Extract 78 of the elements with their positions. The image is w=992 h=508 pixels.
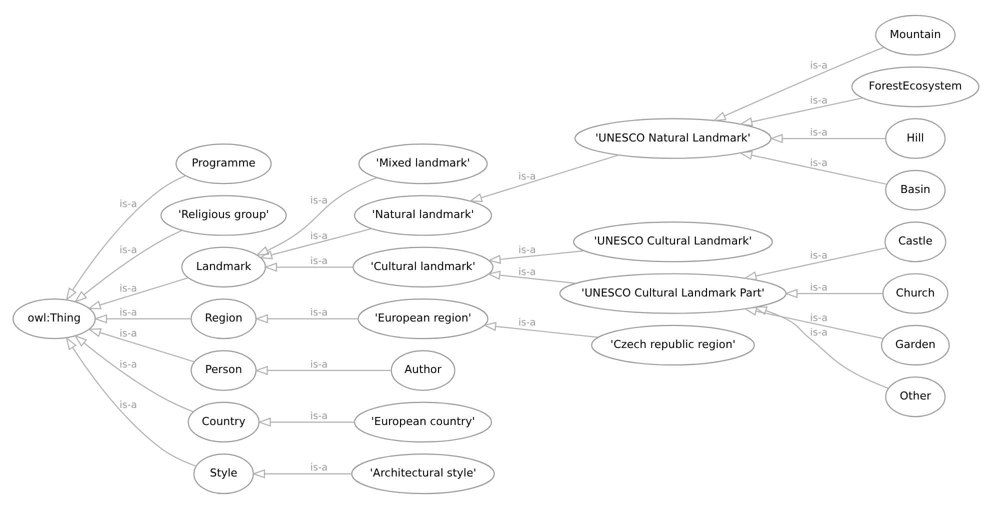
arrow [74, 334, 194, 412]
edge-label: is-a [120, 358, 138, 370]
edge-label: is-a [310, 307, 328, 318]
node-ellipse: Castle [884, 221, 946, 262]
node-ellipse: Basin [885, 169, 946, 210]
node-ellipse: Person [190, 350, 257, 390]
edge-label: is-a [120, 328, 138, 340]
arrow [784, 288, 883, 298]
edge-label: is-a [120, 244, 138, 256]
node-ellipse: 'Czech republic region' [591, 324, 755, 366]
arrow [264, 262, 353, 272]
arrow [468, 154, 619, 202]
edge-label: is-a [810, 126, 828, 138]
node-ellipse: 'Architectural style' [351, 452, 495, 494]
edge-label: is-a [310, 230, 328, 242]
arrow [74, 229, 183, 302]
node-ellipse: Church [882, 272, 948, 314]
node-ellipse: owl:Thing [12, 298, 96, 339]
arrow [254, 365, 392, 375]
edge-label: is-a [518, 317, 536, 328]
edge-label: is-a [518, 266, 536, 278]
arrow [88, 328, 194, 362]
edge-label: is-a [810, 327, 828, 338]
edge-label: is-a [810, 95, 828, 106]
node-ellipse: Other [885, 376, 946, 417]
arrow [254, 314, 358, 323]
arrow [487, 270, 576, 284]
arrow [252, 468, 352, 478]
edge-label: is-a [310, 410, 328, 422]
arrow [259, 228, 372, 259]
edge-label: is-a [120, 400, 138, 411]
edge-label: is-a [810, 312, 828, 324]
arrow [744, 306, 884, 339]
edge-label: is-a [310, 358, 328, 370]
arrow [487, 250, 584, 264]
edge-label: is-a [810, 60, 828, 71]
edge-label: is-a [120, 198, 138, 210]
node-ellipse: 'Natural landmark' [354, 194, 492, 236]
arrow [482, 321, 598, 338]
arrow [712, 46, 884, 121]
node-ellipse: Garden [881, 324, 950, 366]
arrow [94, 314, 192, 323]
arrow [754, 306, 889, 388]
node-ellipse: Region [190, 298, 257, 339]
arrow [66, 174, 186, 300]
arrow [770, 133, 886, 143]
edge-label: is-a [810, 282, 828, 293]
node-ellipse: 'Cultural landmark' [352, 246, 494, 287]
arrow [66, 336, 196, 466]
edge-label: is-a [120, 283, 138, 294]
node-ellipse: Hill [885, 118, 946, 158]
edge-label: is-a [518, 244, 536, 256]
arrow [743, 246, 886, 280]
edge-label: is-a [810, 158, 828, 169]
node-ellipse: Mountain [875, 14, 956, 56]
arrow [88, 276, 188, 309]
node-ellipse: Programme [176, 142, 272, 184]
node-ellipse: 'Religious group' [160, 194, 287, 236]
edge-label: is-a [120, 307, 138, 318]
node-ellipse: 'UNESCO Cultural Landmark' [573, 221, 773, 262]
node-ellipse: Author [390, 350, 456, 390]
arrow [258, 417, 354, 426]
node-ellipse: Country [188, 401, 260, 442]
arrow [739, 150, 887, 184]
arrow [739, 96, 863, 126]
edge-label: is-a [310, 256, 328, 267]
edge-label: is-a [518, 170, 536, 182]
node-ellipse: ForestEcosystem [851, 66, 980, 107]
edge-label: is-a [310, 462, 328, 474]
node-ellipse: 'European region' [358, 298, 488, 339]
node-ellipse: 'Mixed landmark' [358, 142, 488, 184]
edge-label: is-a [810, 250, 828, 262]
node-ellipse: Style [193, 452, 254, 494]
arrow [255, 176, 378, 256]
edge-label: is-a [310, 195, 328, 206]
node-ellipse: 'UNESCO Cultural Landmark Part' [559, 272, 787, 314]
node-ellipse: 'European country' [354, 401, 492, 442]
node-ellipse: Landmark [181, 246, 266, 287]
